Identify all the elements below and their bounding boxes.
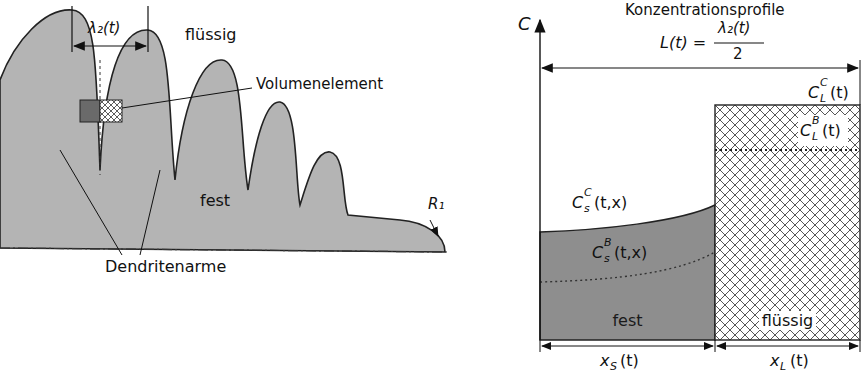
spacing-arrow <box>74 45 146 46</box>
symbol: C <box>808 84 819 102</box>
tick <box>860 340 861 352</box>
dimension-arrow <box>717 346 858 347</box>
superscript: B <box>604 237 612 250</box>
argument: (t) <box>620 352 639 370</box>
subscript: L <box>780 361 786 374</box>
axis-line <box>0 248 448 252</box>
spacing-label: λ₂(t) <box>88 20 120 37</box>
region-label-row: fest <box>540 311 715 330</box>
liquid-region <box>715 105 860 340</box>
volume-element-liquid <box>100 100 122 122</box>
symbol: C <box>800 122 811 140</box>
argument: (t,x) <box>614 244 647 262</box>
c-axis <box>539 20 540 340</box>
dimension-arrow <box>542 346 713 347</box>
superscript: C <box>820 77 828 90</box>
leader-line <box>140 170 160 255</box>
region-label-row: flüssig <box>715 311 860 330</box>
part-label: Volumenelement <box>256 76 383 93</box>
symbol: x <box>770 352 779 370</box>
argument: (t) <box>822 122 841 140</box>
tick <box>715 340 716 352</box>
dendrite-shape <box>0 10 445 252</box>
chart-title: Konzentrationsprofile <box>625 2 785 19</box>
superscript: C <box>584 187 592 200</box>
tick <box>71 6 72 52</box>
formula-text: λ₂(t) <box>718 20 750 37</box>
region-label: fest <box>609 311 645 330</box>
length-arrow <box>542 67 858 68</box>
tick <box>860 60 861 105</box>
argument: (t) <box>830 84 849 102</box>
region-label: flüssig <box>759 311 817 330</box>
label-patch <box>798 115 848 146</box>
leader-line <box>122 88 252 108</box>
subscript: S <box>610 361 617 374</box>
symbol: C <box>572 194 583 212</box>
volume-element-solid <box>80 100 100 122</box>
subscript: s <box>604 253 610 266</box>
solid-region <box>540 205 715 340</box>
subscript: s <box>584 203 590 216</box>
subscript: L <box>812 131 818 144</box>
tick <box>147 6 148 52</box>
tick <box>540 340 541 352</box>
radius-label: R₁ <box>428 196 444 213</box>
profile-line <box>715 149 860 151</box>
radius-arrow <box>430 220 438 236</box>
argument: (t,x) <box>594 194 627 212</box>
leader-line <box>60 150 122 255</box>
symbol: C <box>592 244 603 262</box>
part-label: Dendritenarme <box>105 258 226 276</box>
region-label: flüssig <box>185 26 237 44</box>
symbol: x <box>600 352 609 370</box>
fraction-bar <box>714 42 764 43</box>
formula-text: L(t) = <box>660 34 706 52</box>
formula-text: 2 <box>733 46 743 63</box>
region-label: fest <box>200 192 230 210</box>
argument: (t) <box>790 352 809 370</box>
subscript: L <box>820 93 826 106</box>
superscript: B <box>812 115 820 128</box>
region-box: flüssig <box>715 105 860 340</box>
axis-label: C <box>518 14 531 35</box>
